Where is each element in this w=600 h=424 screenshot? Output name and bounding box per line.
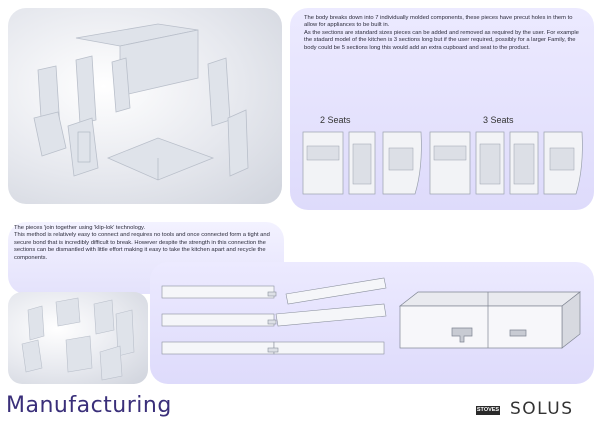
three-seats-label: 3 Seats — [483, 115, 514, 125]
brand-badge-logo: STOVES — [476, 406, 500, 415]
joint-step-1 — [161, 277, 387, 305]
door-frame-panel — [67, 117, 99, 177]
joint-step-2 — [161, 303, 387, 327]
brand-name-logo: SOLUS — [510, 399, 574, 419]
two-seats-label: 2 Seats — [320, 115, 351, 125]
description-text-top: The body breaks down into 7 individually… — [304, 15, 579, 51]
three-seat-configuration — [429, 131, 583, 195]
small-exploded-illustration — [21, 297, 135, 381]
page-title: Manufacturing — [6, 393, 172, 418]
joint-closeup-3d — [398, 291, 582, 349]
two-seat-configuration — [302, 131, 422, 195]
joint-step-3 — [161, 341, 385, 355]
exploded-components-render — [8, 8, 282, 204]
klip-lok-joint-sequence — [161, 277, 387, 355]
curved-end-panel — [227, 109, 249, 177]
exploded-components-illustration — [33, 23, 249, 181]
divider-panel — [75, 55, 97, 125]
description-text-joining: The pieces 'join together using 'klip-lo… — [14, 225, 270, 261]
seat-panel — [111, 57, 131, 113]
door-panel-left — [33, 111, 67, 157]
right-side-panel — [207, 57, 231, 127]
small-exploded-render — [8, 292, 148, 384]
base-panel — [106, 137, 215, 181]
